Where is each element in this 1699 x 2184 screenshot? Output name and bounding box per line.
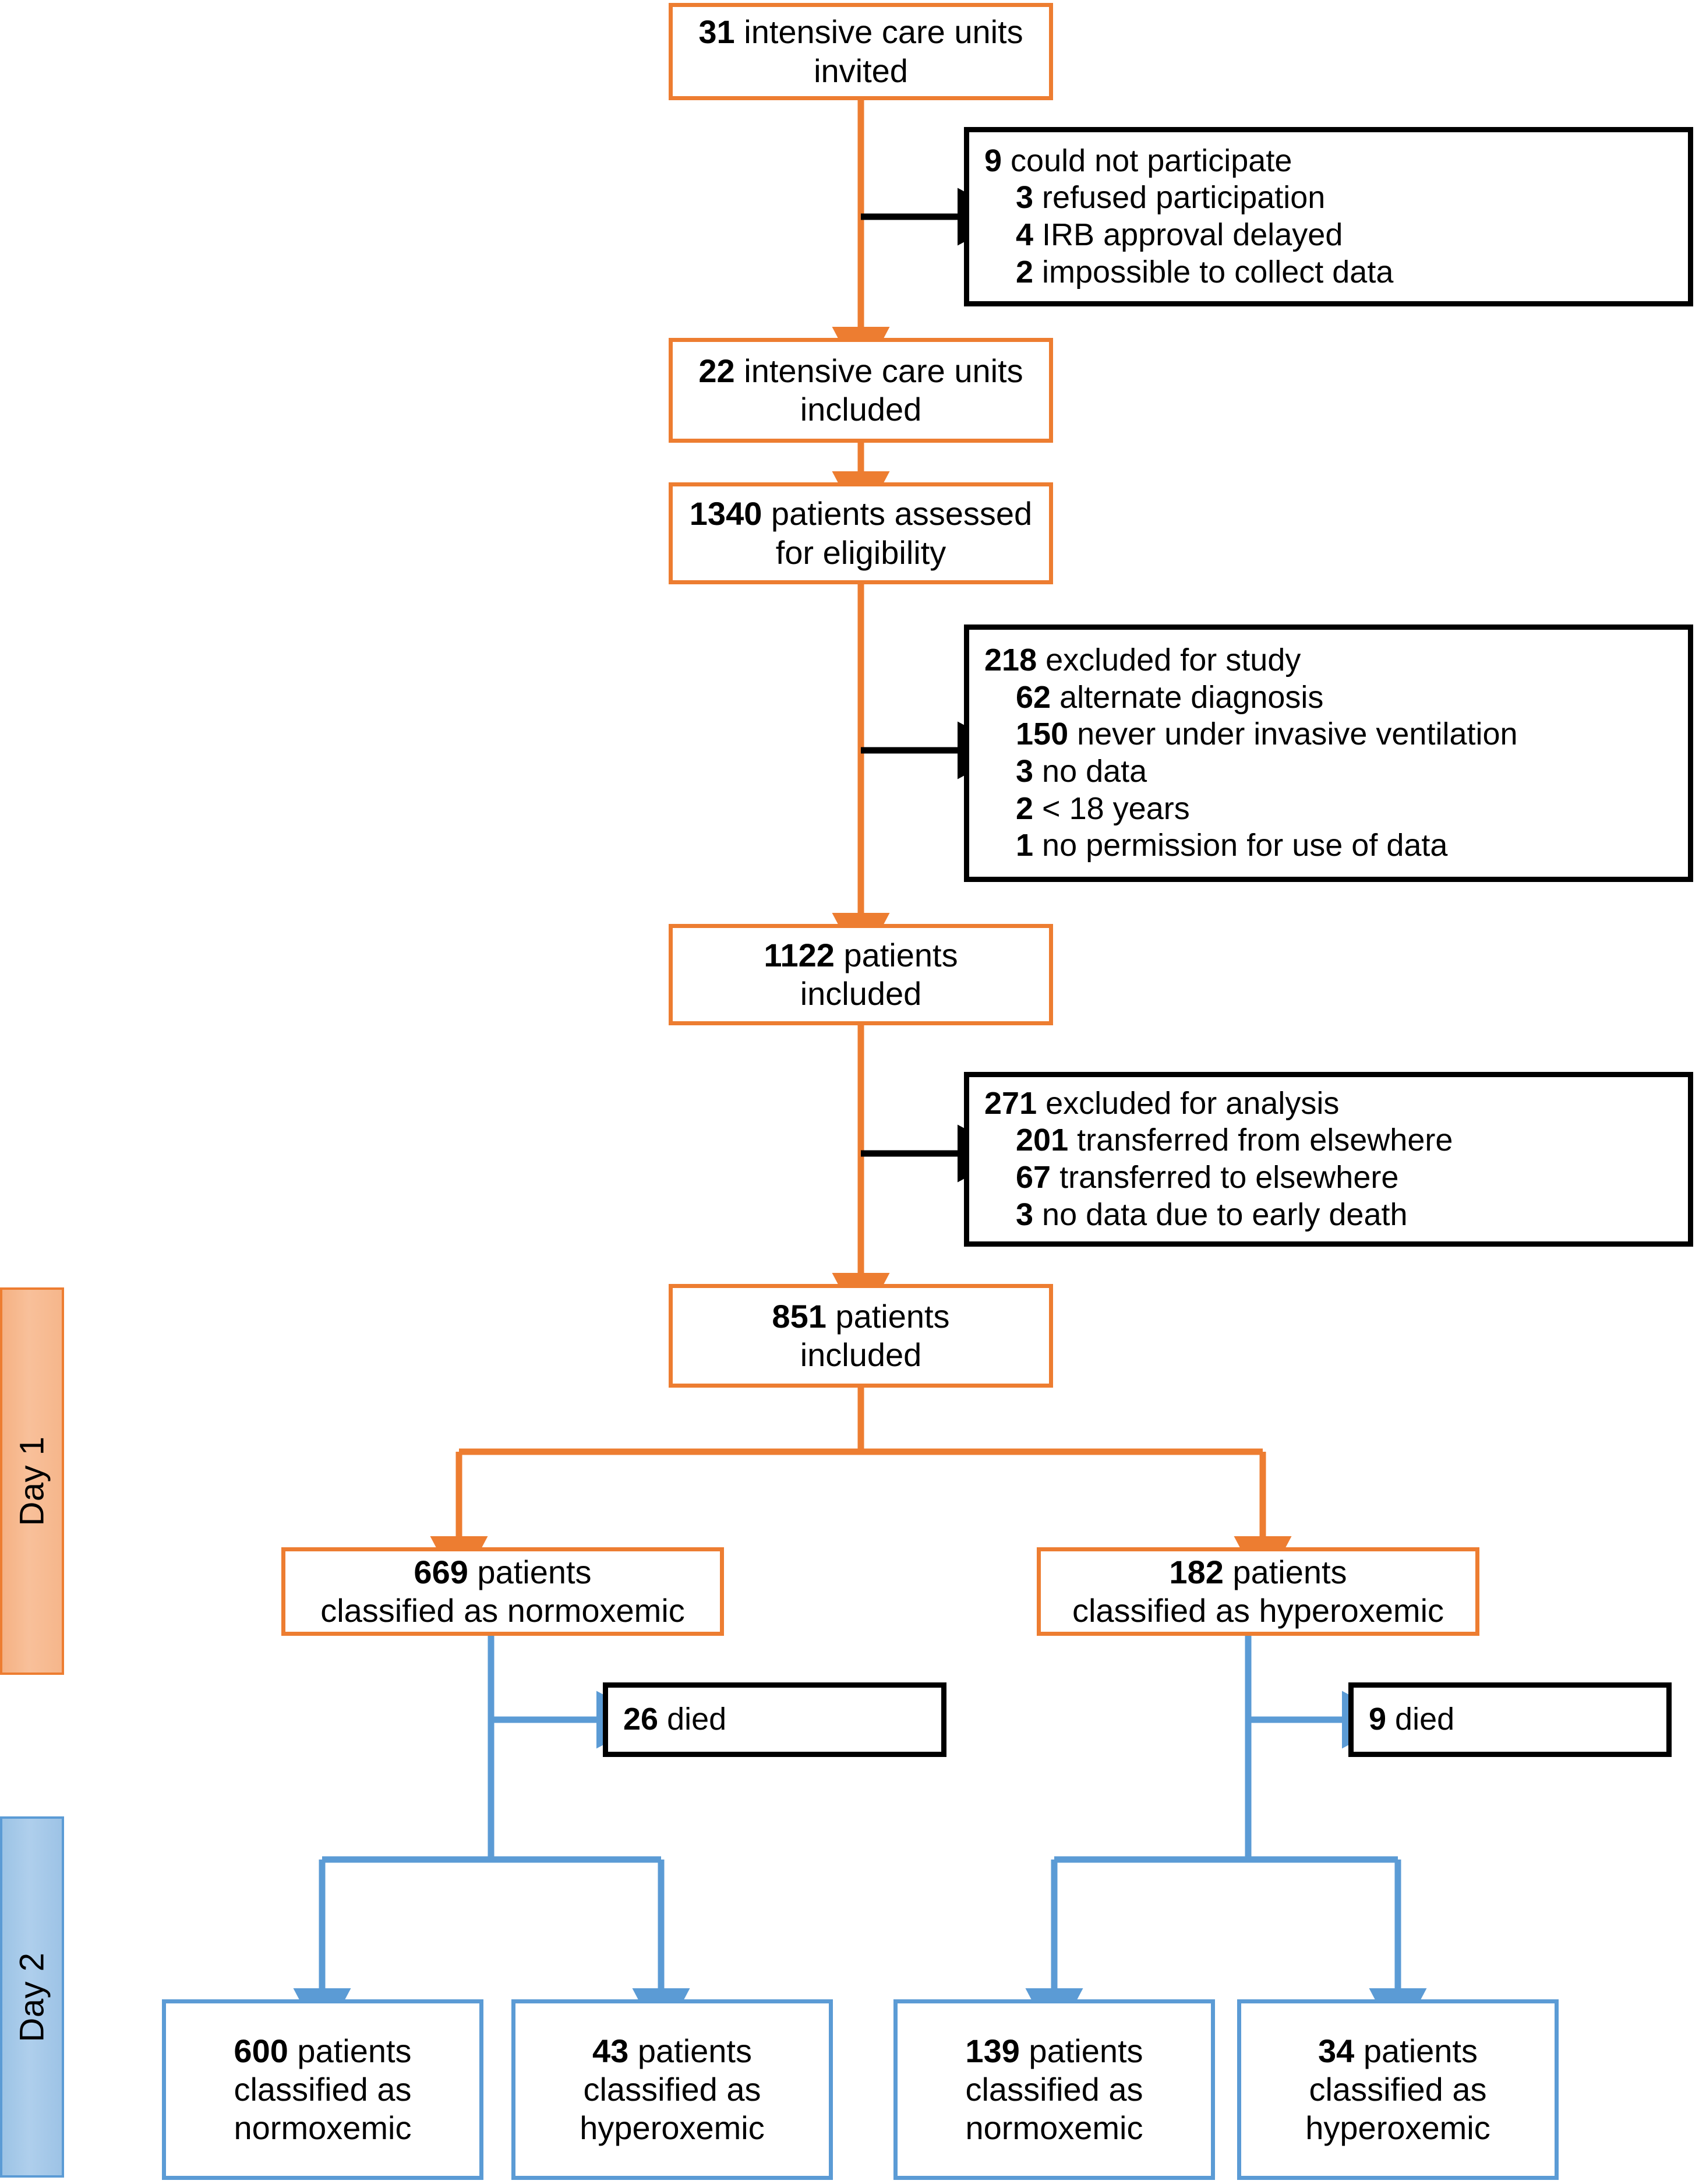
node-line: classified as	[965, 2070, 1143, 2108]
exclusion-box-excluded-study[interactable]: 218 excluded for study 62 alternate diag…	[964, 624, 1693, 882]
node-line: 22 intensive care units	[698, 352, 1023, 389]
node-icu-included[interactable]: 22 intensive care units included	[669, 338, 1053, 443]
node-line: 600 patients	[234, 2032, 412, 2069]
day1-band: Day 1	[0, 1287, 64, 1675]
exclusion-item: 150 never under invasive ventilation	[1016, 717, 1518, 752]
node-line: hyperoxemic	[580, 2109, 765, 2147]
day1-label: Day 1	[13, 1436, 51, 1526]
node-line: classified as hyperoxemic	[1072, 1592, 1444, 1629]
node-included-851[interactable]: 851 patients included	[669, 1284, 1053, 1388]
node-line: 1340 patients assessed	[689, 495, 1033, 532]
exclusion-item: 2 impossible to collect data	[1016, 254, 1394, 290]
node-line: invited	[814, 52, 908, 89]
exclusion-box-not-participate[interactable]: 9 could not participate 3 refused partic…	[964, 127, 1693, 306]
node-icu-invited[interactable]: 31 intensive care units invited	[669, 3, 1053, 100]
node-day1-hyperoxemic[interactable]: 182 patients classified as hyperoxemic	[1037, 1547, 1479, 1636]
node-died-hyperoxemic[interactable]: 9 died	[1348, 1682, 1672, 1757]
node-line: hyperoxemic	[1305, 2109, 1490, 2147]
node-line: 26 died	[623, 1702, 727, 1737]
node-line: for eligibility	[775, 534, 946, 571]
node-line: classified as	[1309, 2070, 1487, 2108]
node-day2-normoxemic-139[interactable]: 139 patients classified as normoxemic	[893, 1999, 1215, 2180]
node-line: 851 patients	[772, 1297, 950, 1335]
exclusion-item: 67 transferred to elsewhere	[1016, 1160, 1399, 1195]
node-day2-hyperoxemic-43[interactable]: 43 patients classified as hyperoxemic	[511, 1999, 833, 2180]
node-line: 669 patients	[414, 1553, 592, 1590]
node-line: 1122 patients	[764, 936, 958, 973]
exclusion-item: 1 no permission for use of data	[1016, 828, 1448, 863]
day2-label: Day 2	[13, 1952, 51, 2042]
node-assessed-eligibility[interactable]: 1340 patients assessed for eligibility	[669, 482, 1053, 584]
exclusion-item: 62 alternate diagnosis	[1016, 679, 1324, 715]
node-day1-normoxemic[interactable]: 669 patients classified as normoxemic	[281, 1547, 724, 1636]
node-line: classified as	[583, 2070, 761, 2108]
node-line: 139 patients	[965, 2032, 1143, 2069]
exclusion-item: 201 transferred from elsewhere	[1016, 1123, 1453, 1158]
exclusion-header: 218 excluded for study	[984, 642, 1301, 678]
exclusion-box-excluded-analysis[interactable]: 271 excluded for analysis 201 transferre…	[964, 1072, 1693, 1247]
node-line: normoxemic	[965, 2109, 1143, 2147]
node-line: 31 intensive care units	[698, 13, 1023, 51]
node-line: 182 patients	[1169, 1553, 1347, 1590]
node-line: classified as	[234, 2070, 412, 2108]
node-day2-normoxemic-600[interactable]: 600 patients classified as normoxemic	[162, 1999, 483, 2180]
node-line: classified as normoxemic	[320, 1592, 685, 1629]
node-line: 9 died	[1369, 1702, 1455, 1737]
node-line: 34 patients	[1318, 2032, 1478, 2069]
day2-band: Day 2	[0, 1816, 64, 2178]
exclusion-item: 3 no data	[1016, 754, 1147, 789]
node-line: included	[800, 391, 922, 428]
exclusion-item: 4 IRB approval delayed	[1016, 217, 1343, 252]
node-included-1122[interactable]: 1122 patients included	[669, 924, 1053, 1025]
exclusion-item: 3 no data due to early death	[1016, 1197, 1408, 1232]
exclusion-header: 271 excluded for analysis	[984, 1085, 1340, 1121]
exclusion-item: 3 refused participation	[1016, 180, 1326, 216]
node-day2-hyperoxemic-34[interactable]: 34 patients classified as hyperoxemic	[1237, 1999, 1559, 2180]
node-line: included	[800, 1336, 922, 1373]
node-line: included	[800, 975, 922, 1012]
exclusion-item: 2 < 18 years	[1016, 791, 1190, 826]
node-line: 43 patients	[592, 2032, 752, 2069]
exclusion-header: 9 could not participate	[984, 143, 1292, 178]
node-died-normoxemic[interactable]: 26 died	[603, 1682, 946, 1757]
node-line: normoxemic	[234, 2109, 412, 2147]
